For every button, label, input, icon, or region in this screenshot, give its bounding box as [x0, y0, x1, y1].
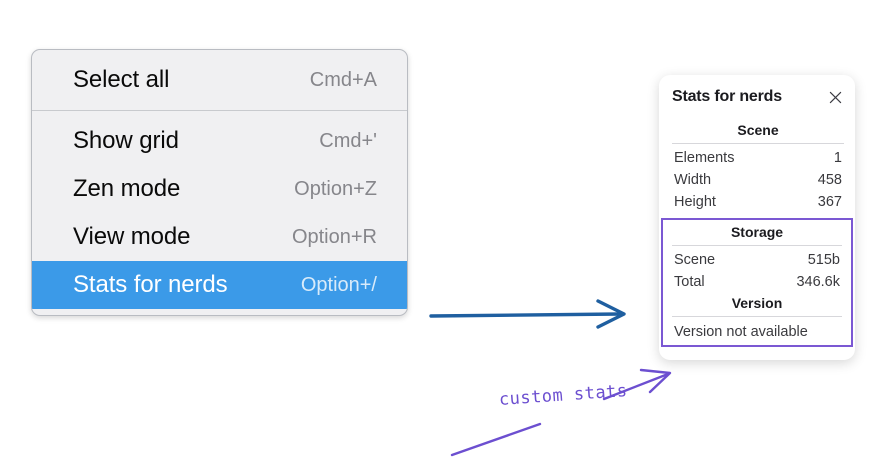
- stats-for-nerds-panel: Stats for nerds Scene Elements 1 Width 4…: [659, 75, 855, 360]
- menu-item-select-all[interactable]: Select all Cmd+A: [32, 56, 407, 104]
- stat-row-storage-scene: Scene 515b: [672, 249, 842, 271]
- stat-label: Total: [674, 274, 705, 290]
- menu-group-1: Select all Cmd+A: [32, 50, 407, 110]
- stat-value: 458: [817, 172, 842, 188]
- stat-label: Elements: [674, 150, 735, 166]
- stat-row-storage-total: Total 346.6k: [672, 271, 842, 293]
- scene-section: Scene Elements 1 Width 458 Height 367: [672, 121, 844, 213]
- stat-label: Height: [674, 194, 716, 210]
- scene-heading: Scene: [737, 122, 779, 138]
- menu-item-label: Show grid: [73, 127, 179, 154]
- menu-item-shortcut: Cmd+A: [309, 68, 377, 91]
- stat-row-height: Height 367: [672, 191, 844, 213]
- menu-item-shortcut: Option+Z: [294, 177, 377, 200]
- version-heading: Version: [731, 295, 783, 311]
- stat-label: Width: [674, 172, 712, 188]
- purple-underline: [450, 422, 542, 457]
- menu-item-label: Zen mode: [73, 175, 181, 202]
- menu-item-view-mode[interactable]: View mode Option+R: [32, 213, 407, 261]
- stat-row-elements: Elements 1: [672, 147, 844, 169]
- context-menu[interactable]: Select all Cmd+A Show grid Cmd+' Zen mod…: [31, 49, 408, 316]
- custom-stats-annotation-label: custom stats: [498, 381, 629, 410]
- stat-label: Scene: [674, 252, 716, 268]
- menu-group-2: Show grid Cmd+' Zen mode Option+Z View m…: [32, 110, 407, 315]
- stat-value: 367: [817, 194, 842, 210]
- stat-row-width: Width 458: [672, 169, 844, 191]
- panel-header: Stats for nerds: [672, 88, 844, 106]
- menu-item-label: View mode: [73, 223, 191, 250]
- storage-heading: Storage: [730, 224, 784, 240]
- storage-divider: [672, 245, 842, 246]
- menu-item-label: Select all: [73, 66, 170, 93]
- close-icon[interactable]: [827, 89, 844, 106]
- version-note: Version not available: [674, 324, 808, 340]
- storage-section: Storage Scene 515b Total 346.6k: [672, 222, 842, 293]
- menu-item-label: Stats for nerds: [73, 271, 228, 298]
- menu-item-shortcut: Cmd+': [319, 129, 377, 152]
- panel-title: Stats for nerds: [672, 88, 782, 105]
- custom-stats-highlight-box: Storage Scene 515b Total 346.6k Version …: [661, 218, 853, 347]
- scene-divider: [672, 143, 844, 144]
- menu-item-shortcut: Option+R: [291, 225, 377, 248]
- stat-value: 1: [833, 150, 842, 166]
- blue-arrow: [429, 299, 626, 329]
- menu-item-show-grid[interactable]: Show grid Cmd+': [32, 117, 407, 165]
- version-section: Version Version not available: [672, 293, 842, 341]
- stat-value: 515b: [807, 252, 840, 268]
- version-divider: [672, 316, 842, 317]
- menu-item-shortcut: Option+/: [300, 273, 377, 296]
- menu-item-stats-for-nerds[interactable]: Stats for nerds Option+/: [32, 261, 407, 309]
- menu-item-zen-mode[interactable]: Zen mode Option+Z: [32, 165, 407, 213]
- stat-value: 346.6k: [796, 274, 840, 290]
